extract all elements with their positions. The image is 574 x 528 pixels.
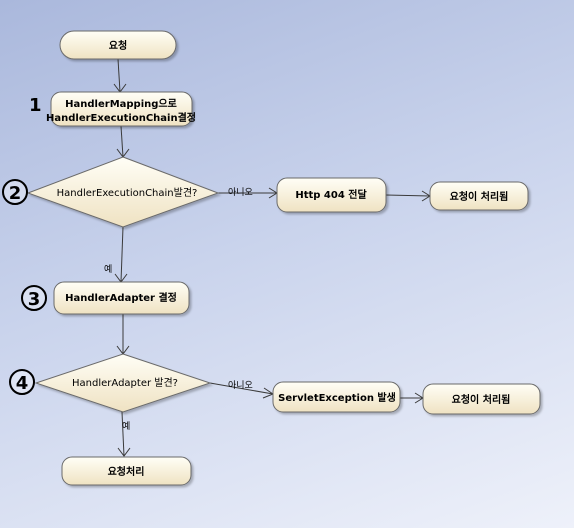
node-servlet-exception-label: ServletException 발생 bbox=[278, 391, 396, 404]
node-handle-request: 요청처리 bbox=[61, 456, 192, 486]
edge-label-yes-1: 예 bbox=[104, 264, 112, 275]
decision-adapter-found-label: HandlerAdapter 발견? bbox=[72, 377, 178, 389]
node-http404: Http 404 전달 bbox=[276, 177, 387, 213]
step-number-3-badge: 3 bbox=[21, 285, 47, 311]
decision-chain-found-label: HandlerExecutionChain발견? bbox=[57, 187, 198, 199]
step-number-2-badge: 2 bbox=[2, 179, 28, 205]
step-number-3: 3 bbox=[28, 289, 41, 310]
edge-decision2-to-handle bbox=[121, 411, 125, 457]
node-processed-2-label: 요청이 처리됨 bbox=[452, 393, 511, 406]
decision-adapter-found: HandlerAdapter 발견? bbox=[34, 353, 212, 413]
edge-request-to-mapping bbox=[117, 58, 121, 93]
node-http404-label: Http 404 전달 bbox=[295, 188, 367, 201]
node-determine-mapping-line1: HandlerMapping으로 bbox=[65, 98, 177, 110]
edge-http404-to-processed1 bbox=[385, 194, 431, 197]
edge-mapping-to-decision1 bbox=[120, 125, 124, 158]
node-processed-1-label: 요청이 처리됨 bbox=[450, 190, 509, 203]
step-number-2: 2 bbox=[9, 183, 22, 204]
node-processed-2: 요청이 처리됨 bbox=[422, 383, 541, 415]
step-number-4: 4 bbox=[16, 373, 29, 394]
edge-label-no-1: 아니오 bbox=[228, 187, 253, 198]
node-determine-mapping: HandlerMapping으로 HandlerExecutionChain결정 bbox=[46, 91, 196, 127]
node-determine-mapping-line2: HandlerExecutionChain결정 bbox=[46, 111, 196, 124]
step-number-4-badge: 4 bbox=[9, 369, 35, 395]
node-request: 요청 bbox=[59, 30, 177, 60]
node-handle-request-label: 요청처리 bbox=[108, 465, 145, 478]
decision-chain-found: HandlerExecutionChain발견? bbox=[26, 156, 220, 228]
arrowhead bbox=[117, 447, 131, 457]
edge-label-no-2: 아니오 bbox=[228, 380, 253, 391]
node-request-label: 요청 bbox=[109, 39, 127, 52]
edge-decision1-to-adapter bbox=[120, 226, 124, 283]
node-processed-1: 요청이 처리됨 bbox=[429, 181, 529, 211]
node-determine-adapter-label: HandlerAdapter 결정 bbox=[65, 291, 177, 304]
edge-label-yes-2: 예 bbox=[122, 421, 130, 432]
node-servlet-exception: ServletException 발생 bbox=[272, 381, 401, 413]
node-determine-adapter: HandlerAdapter 결정 bbox=[53, 281, 190, 315]
step-number-1: 1 bbox=[29, 95, 42, 116]
edge-decision2-to-exception bbox=[209, 382, 274, 395]
